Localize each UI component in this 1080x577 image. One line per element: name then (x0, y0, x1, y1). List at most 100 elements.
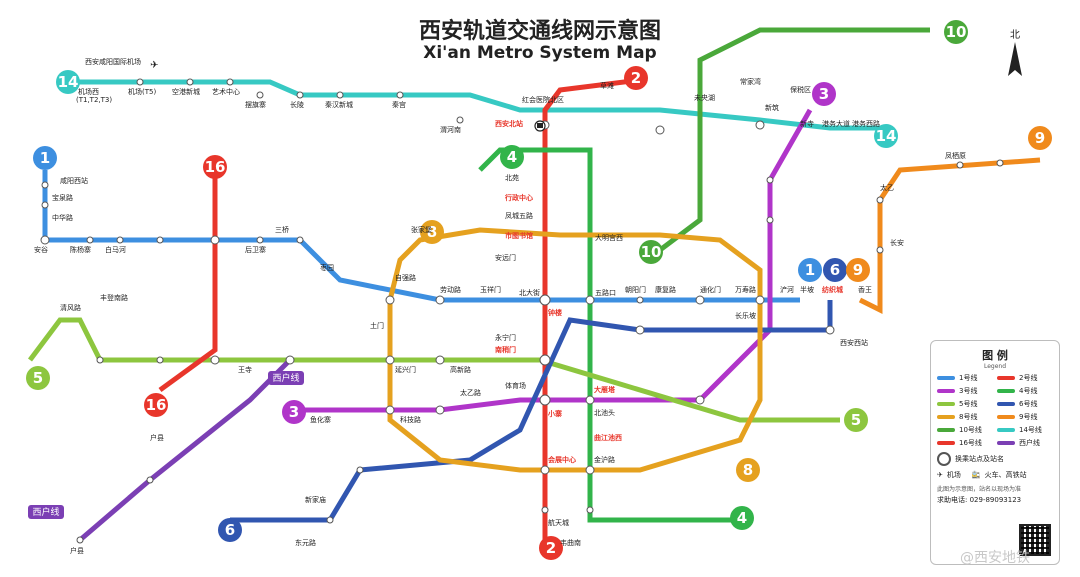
station-label-baimahe: 白马河 (105, 245, 126, 254)
station-node[interactable] (996, 159, 1004, 167)
qr-code-icon[interactable] (1019, 524, 1051, 556)
station-node[interactable] (695, 395, 705, 405)
badge-line-10-mid: 10 (639, 240, 663, 264)
station-node[interactable] (116, 236, 124, 244)
line-1-path[interactable] (42, 170, 800, 303)
station-node[interactable] (296, 236, 304, 244)
station-node[interactable] (956, 161, 964, 169)
station-node[interactable] (76, 536, 84, 544)
station-node[interactable] (396, 91, 404, 99)
svg-text:2: 2 (631, 69, 641, 87)
legend-hotline: 求助电话: 029-89093123 (937, 496, 1022, 504)
xihu-line-path[interactable] (78, 358, 292, 542)
station-node[interactable] (755, 295, 765, 305)
badge-line-2-top: 2 (624, 66, 648, 90)
station-node[interactable] (825, 325, 835, 335)
station-node[interactable] (695, 295, 705, 305)
station-label-xinjiamiao: 新家庙 (305, 495, 326, 504)
station-node[interactable] (635, 325, 645, 335)
line-2-path[interactable] (542, 77, 641, 540)
line-5-path[interactable] (28, 317, 840, 423)
station-node[interactable] (766, 176, 774, 184)
station-node[interactable] (296, 91, 304, 99)
station-label-houweizhai: 后卫寨 (245, 245, 266, 254)
station-node[interactable] (326, 516, 334, 524)
station-node[interactable] (655, 125, 665, 135)
station-node[interactable] (539, 354, 551, 366)
legend-line-10: 10号线 (937, 425, 993, 435)
badge-line-6: 6 (218, 518, 242, 542)
line-8-path[interactable] (387, 227, 763, 473)
station-label-sanqiao: 三桥 (275, 225, 289, 234)
line-6-path[interactable] (230, 300, 833, 523)
station-node[interactable] (585, 395, 595, 405)
station-label-gangwu: 港务大道 (822, 119, 850, 128)
station-node[interactable] (336, 91, 344, 99)
station-label-beidajie: 北大街 (519, 288, 540, 297)
station-node[interactable] (40, 235, 50, 245)
station-node[interactable] (636, 296, 644, 304)
map-title: 西安轨道交通线网示意图 (419, 18, 661, 44)
svg-text:10: 10 (946, 23, 967, 41)
line-16-path[interactable] (158, 175, 218, 393)
badge-line-4-top: 4 (500, 145, 524, 169)
svg-text:5: 5 (851, 411, 861, 429)
station-node[interactable] (136, 78, 144, 86)
north-arrow-icon-label: 北 (1010, 29, 1020, 41)
station-node[interactable] (156, 236, 164, 244)
station-node[interactable] (41, 181, 49, 189)
station-node[interactable] (766, 216, 774, 224)
legend-line-9: 9号线 (997, 412, 1053, 422)
station-node[interactable] (456, 116, 464, 124)
station-node[interactable] (539, 294, 551, 306)
badge-line-4-bottom: 4 (730, 506, 754, 530)
svg-text:16: 16 (146, 396, 167, 414)
station-node[interactable] (210, 235, 220, 245)
station-node[interactable] (186, 78, 194, 86)
xian-north-station-icon (534, 120, 546, 132)
station-node[interactable] (96, 356, 104, 364)
legend-grid: 1号线 2号线 3号线 4号线 5号线 6号线 8号线 9号线 10号线 14号… (937, 373, 1053, 448)
station-node[interactable] (539, 394, 551, 406)
station-node[interactable] (585, 465, 595, 475)
station-node[interactable] (435, 295, 445, 305)
station-node[interactable] (541, 506, 549, 514)
station-label-weihenan: 渭河南 (440, 125, 461, 134)
station-node[interactable] (210, 355, 220, 365)
station-node[interactable] (435, 355, 445, 365)
station-node[interactable] (256, 91, 264, 99)
station-label-taiyihu: 太乙 (880, 183, 894, 192)
station-label-damingongxi: 大明宫西 (595, 233, 623, 242)
station-label-baoshuiqu: 保税区 (790, 85, 811, 94)
station-node[interactable] (385, 295, 395, 305)
station-node[interactable] (585, 295, 595, 305)
station-node[interactable] (540, 465, 550, 475)
station-node[interactable] (256, 236, 264, 244)
line-4-path[interactable] (478, 147, 740, 523)
station-node[interactable] (285, 355, 295, 365)
station-node[interactable] (755, 120, 765, 130)
station-node[interactable] (586, 506, 594, 514)
station-label-baoquan: 宝泉路 (52, 193, 73, 202)
legend-line-16: 16号线 (937, 438, 993, 448)
station-node[interactable] (86, 236, 94, 244)
station-node[interactable] (876, 196, 884, 204)
station-node[interactable] (356, 466, 364, 474)
legend-train-icon: 🚉 (971, 471, 981, 479)
station-node[interactable] (226, 78, 234, 86)
badge-line-1-mid: 1 (798, 258, 822, 282)
line-9-path[interactable] (858, 157, 1041, 315)
station-node[interactable] (156, 356, 164, 364)
station-label-yuhuazhai: 鱼化寨 (310, 415, 331, 424)
legend-line-2: 2号线 (997, 373, 1053, 383)
watermark-text: @西安地铁 (960, 550, 1030, 566)
station-node[interactable] (385, 355, 395, 365)
station-node[interactable] (146, 476, 154, 484)
station-node[interactable] (385, 405, 395, 415)
station-node[interactable] (41, 201, 49, 209)
station-node[interactable] (876, 246, 884, 254)
svg-text:8: 8 (427, 223, 437, 241)
line-10-path[interactable] (658, 27, 930, 252)
station-label-xian-north: 西安北站 (495, 119, 523, 128)
station-node[interactable] (435, 405, 445, 415)
